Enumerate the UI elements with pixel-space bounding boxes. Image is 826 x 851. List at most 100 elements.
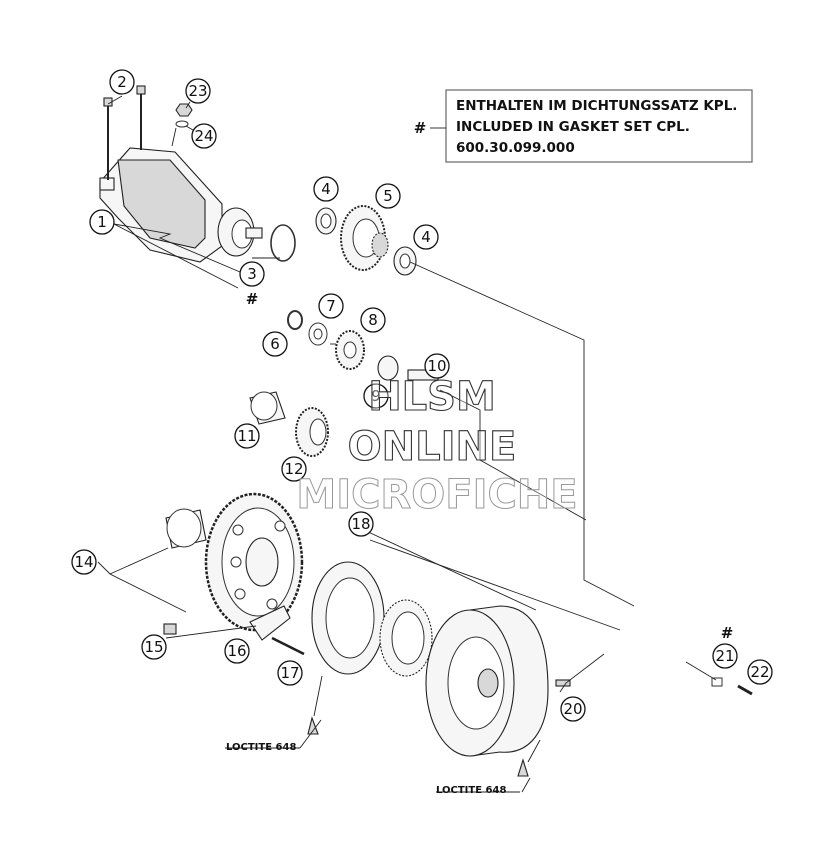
leader-1 [113,223,241,273]
thrust-washer-bore [313,328,323,340]
svg-text:9: 9 [371,387,381,405]
freewheel-assembly [311,561,433,677]
svg-text:17: 17 [280,664,299,682]
svg-text:2: 2 [117,73,127,91]
svg-text:8: 8 [368,311,378,329]
callout-12: 12 [281,456,307,482]
needle-bearing-small [377,355,399,381]
dowel-pin [163,623,177,635]
callout-4-lower: 4 [413,224,439,250]
callout-1: 1 [89,209,115,235]
rotor-screw [555,679,571,687]
callout-9: 9 [363,383,389,409]
leader-2 [107,95,123,105]
callout-8: 8 [360,307,386,333]
callout-5: 5 [375,183,401,209]
leader-1b [113,223,239,289]
freewheel-gear-bore [309,418,327,446]
bearing-lower-bore [399,253,411,269]
circlip [287,310,303,330]
svg-text:24: 24 [194,127,213,145]
leader-loctite-1 [299,719,322,749]
freewheel-sprag-bore [391,611,425,665]
leader-23 [185,101,191,109]
loctite-tip [517,758,529,777]
svg-text:4: 4 [321,180,331,198]
leader-21 [685,661,717,681]
rotor-inner [447,636,505,730]
washer [711,677,723,687]
svg-text:22: 22 [750,663,769,681]
svg-text:20: 20 [563,700,582,718]
note-box [445,89,753,163]
callout-17: 17 [277,660,303,686]
idler-gear-bore [343,341,357,359]
watermark-line-2: ONLINE [348,424,517,470]
bolt [737,684,753,696]
intermediate-gear-assembly [315,205,417,276]
locking-plate [249,605,291,641]
callout-22: 22 [747,659,773,685]
callout-10: 10 [424,353,450,379]
leader-lines [97,95,717,793]
watermark-line-1: HLSM [368,374,496,420]
starter-motor-housing [117,159,206,249]
loctite-label-rotor: LOCTITE 648 [436,785,506,796]
callout-20: 20 [560,696,586,722]
callout-2: 2 [109,69,135,95]
leader-18 [363,529,537,611]
note-line-3: 600.30.099.000 [456,140,575,156]
svg-text:5: 5 [383,187,393,205]
watermark: HLSM ONLINE MICROFICHE [296,373,578,518]
callout-21: 21 [712,643,738,669]
idler-assembly [287,310,439,381]
starter-driven-gear-hub [245,537,279,587]
svg-text:15: 15 [144,638,163,656]
gear-hole [230,556,242,568]
callout-24: 24 [191,123,217,149]
gasket-set-note: ENTHALTEN IM DICHTUNGSSATZ KPL. INCLUDED… [414,89,753,163]
callout-18: 18 [348,511,374,537]
leader-18b [369,539,621,631]
callout-11: 11 [234,423,260,449]
watermark-line-3: MICROFICHE [296,472,577,518]
rotor-hub [477,668,499,698]
svg-text:21: 21 [715,647,734,665]
callout-6: 6 [262,331,288,357]
note-hash-mark: # [414,119,427,137]
gear-hole [266,598,278,610]
callout-14: 14 [71,549,97,575]
leader-14 [97,561,187,613]
svg-text:23: 23 [188,82,207,100]
callout-4-upper: 4 [313,176,339,202]
starter-motor-shaft [245,227,263,239]
callout-3: 3 [239,261,265,287]
callout-7: 7 [318,293,344,319]
svg-text:1: 1 [97,213,107,231]
terminal-nut [175,103,193,117]
freewheel-housing-bore [325,577,375,659]
svg-text:6: 6 [270,335,280,353]
starter-motor [99,147,263,263]
loctite-tip [307,716,319,735]
svg-text:3: 3 [247,265,257,283]
gear-hole [234,588,246,600]
freewheel-bushing-end [250,391,278,421]
svg-text:7: 7 [326,297,336,315]
svg-text:18: 18 [351,515,370,533]
svg-text:4: 4 [421,228,431,246]
svg-text:10: 10 [427,357,446,375]
terminal-washer [175,120,189,128]
callout-16: 16 [224,638,250,664]
callout-23: 23 [185,78,211,104]
leader-shaft-axis [409,261,635,607]
svg-text:14: 14 [74,553,93,571]
mount-bolt-right-head [136,85,146,95]
leader-axis-2 [439,389,587,521]
gear-bushing-end [166,508,202,548]
callouts: 1 2 3 4 4 5 6 7 8 9 10 11 12 14 15 16 17… [71,69,773,722]
leader-loctite-2b [521,777,531,793]
svg-text:16: 16 [227,642,246,660]
starter-driven-gear [165,492,304,632]
